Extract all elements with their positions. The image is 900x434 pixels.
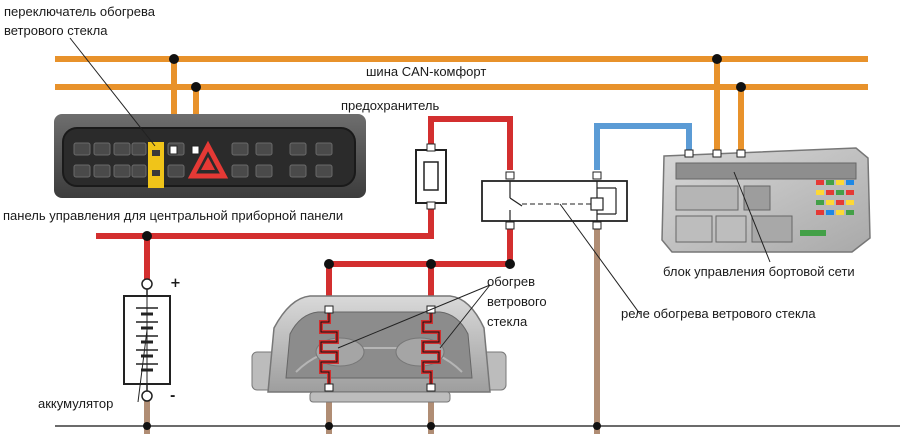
fuse bbox=[415, 149, 447, 204]
center-console-control-panel bbox=[54, 114, 366, 198]
can-bus-lines bbox=[55, 56, 868, 155]
leader-lines bbox=[69, 37, 771, 403]
body-control-unit-label: блок управления бортовой сети bbox=[663, 264, 855, 279]
hazard-icon bbox=[187, 140, 229, 179]
battery-minus-sign: - bbox=[170, 389, 175, 404]
relay-label: реле обогрева ветрового стекла bbox=[621, 306, 816, 321]
switch-label-line1: переключатель обогрева bbox=[4, 4, 156, 19]
heating-label-line1: обогрев bbox=[487, 274, 535, 289]
switch-label-line2: ветрового стекла bbox=[4, 23, 108, 38]
windshield-heating-switch bbox=[148, 142, 164, 188]
fuse-label: предохранитель bbox=[341, 98, 439, 113]
windshield-heating-relay bbox=[481, 180, 628, 222]
body-control-unit bbox=[661, 147, 871, 253]
control-panel-label: панель управления для центральной прибор… bbox=[3, 208, 343, 223]
battery-negative-terminal bbox=[141, 390, 153, 402]
battery-plus-sign: + bbox=[170, 276, 181, 291]
can-bus-label: шина CAN-комфорт bbox=[366, 64, 486, 79]
battery-label: аккумулятор bbox=[38, 396, 113, 411]
junction-dots bbox=[142, 54, 746, 430]
car-illustration bbox=[251, 295, 507, 403]
fuse-block bbox=[800, 180, 854, 236]
heating-label-line3: стекла bbox=[487, 314, 528, 329]
battery bbox=[123, 278, 171, 402]
relay-control-wire bbox=[594, 123, 692, 170]
windshield-heating-elements bbox=[319, 312, 441, 385]
battery-positive-terminal bbox=[141, 278, 153, 290]
heating-label-line2: ветрового bbox=[487, 294, 547, 309]
